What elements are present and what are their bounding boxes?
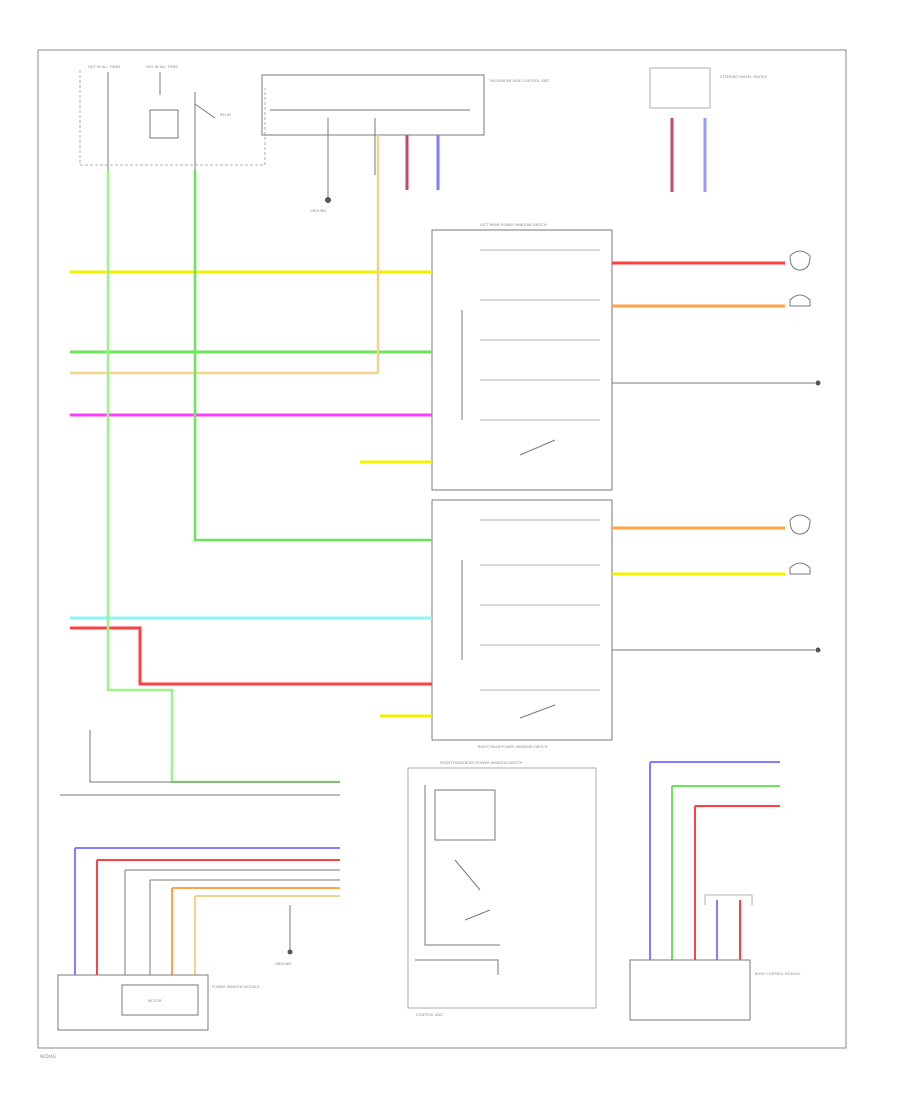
main-switch-label: FRONT PASSENGER POWER WINDOW SWITCH [440,761,522,765]
right-outputs [612,250,821,653]
left-switch-label: LEFT REAR POWER WINDOW SWITCH [480,223,547,227]
right-switch-label: RIGHT REAR POWER WINDOW SWITCH [478,745,548,749]
top-right-connector: STEERING WHEEL SWITCH [649,67,768,192]
fuse-relay-group: HOT IN ALL TIMES HOT IN ALL TIMES RELAY [79,65,266,170]
module-bottom-right-label: BODY CONTROL MODULE [755,972,801,976]
ground-1-label: GROUND [310,209,326,213]
motor-label: MOTOR [148,999,162,1003]
ecu-right-label: STEERING WHEEL SWITCH [720,75,768,79]
fuse-a-label: HOT IN ALL TIMES [88,65,121,69]
ground-2-label: GROUND [275,962,291,966]
svg-text:RELAY: RELAY [220,113,232,117]
fuse-b-label: HOT IN ALL TIMES [146,65,179,69]
bottom-right-module: BODY CONTROL MODULE [629,761,801,1021]
bottom-left-module: MOTOR POWER WINDOW MODULE GROUND [57,730,340,1031]
footer-code: W/DIAG [40,1054,56,1059]
right-rear-switch: RIGHT REAR POWER WINDOW SWITCH [431,499,613,749]
module-bottom-left-label: POWER WINDOW MODULE [212,985,260,989]
bottom-control-unit: CONTROL UNIT FRONT PASSENGER POWER WINDO… [407,761,597,1017]
ecu-top-label: PASSENGER SIDE CONTROL UNIT [490,79,550,83]
left-rear-switch: LEFT REAR POWER WINDOW SWITCH [431,223,613,491]
control-unit-label: CONTROL UNIT [416,1013,444,1017]
wires-colored [70,135,432,784]
top-control-unit: PASSENGER SIDE CONTROL UNIT GROUND [261,74,550,213]
diagram-frame [37,49,847,1049]
